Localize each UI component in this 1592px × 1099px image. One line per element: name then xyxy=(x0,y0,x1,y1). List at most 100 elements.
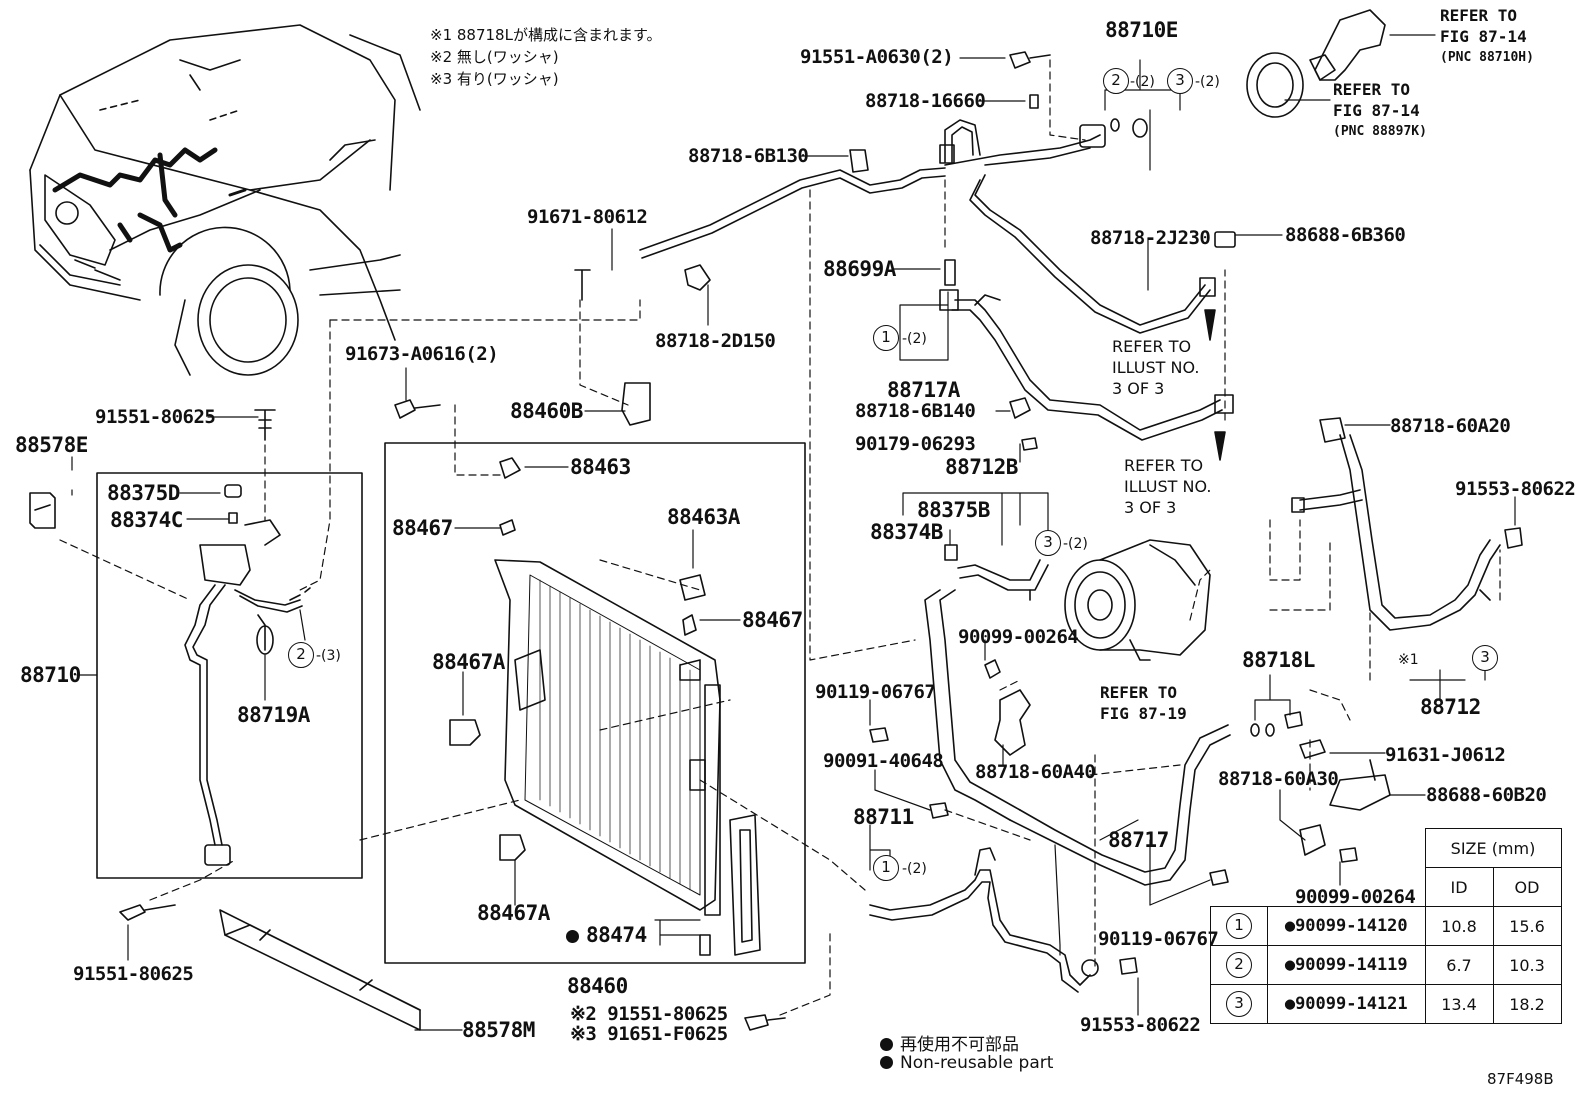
part-90179-06293: 90179-06293 xyxy=(855,433,976,455)
part-88710: 88710 xyxy=(20,663,81,687)
size-row-num-circle: 2 xyxy=(1226,952,1252,978)
part-88463: 88463 xyxy=(570,455,631,479)
size-row-part: ●90099-14120 xyxy=(1267,906,1426,946)
suction-hose-88712B xyxy=(924,544,1231,886)
size-row-num-circle: 3 xyxy=(1226,991,1252,1017)
condenser-88460 xyxy=(449,457,761,956)
size-row-id: 6.7 xyxy=(1424,945,1494,985)
callout-suffix-1-88711: -(2) xyxy=(902,861,927,877)
part-88718-16660: 88718-16660 xyxy=(865,90,986,112)
size-table-header-row: SIZE (mm) xyxy=(1211,828,1562,868)
part-91671-80612: 91671-80612 xyxy=(527,206,648,228)
part-88474-label: 88474 xyxy=(586,923,647,947)
ref-fig-87-14-b: REFER TO FIG 87-14 xyxy=(1333,80,1420,120)
part-88717A: 88717A xyxy=(887,378,960,402)
size-table-row: 1 ●90099-14120 10.8 15.6 xyxy=(1210,906,1562,946)
legend-non-reusable-en: Non-reusable part xyxy=(880,1053,1053,1073)
part-88578M: 88578M xyxy=(462,1018,535,1042)
part-88718L: 88718L xyxy=(1242,648,1315,672)
part-88718-6B140: 88718-6B140 xyxy=(855,400,976,422)
part-88719A: 88719A xyxy=(237,703,310,727)
size-row-num-circle: 1 xyxy=(1226,913,1252,939)
note-3: ※3 有り(ワッシャ) xyxy=(430,70,559,88)
vehicle-front-illustration xyxy=(29,24,421,376)
part-88711: 88711 xyxy=(853,805,914,829)
part-88688-6B360: 88688-6B360 xyxy=(1285,224,1406,246)
callout-suffix-3-top: -(2) xyxy=(1195,74,1220,90)
size-row-id: 13.4 xyxy=(1424,984,1494,1024)
legend-jp-text: 再使用不可部品 xyxy=(900,1035,1019,1055)
part-88718-60A20: 88718-60A20 xyxy=(1390,415,1511,437)
part-90099-00264-left: 90099-00264 xyxy=(958,626,1079,648)
ref-fig-87-14-b-pnc: (PNC 88897K) xyxy=(1333,124,1427,139)
callout-suffix-3-88710: -(3) xyxy=(316,648,341,664)
part-88688-60B20: 88688-60B20 xyxy=(1426,784,1547,806)
part-88718-2J230: 88718-2J230 xyxy=(1090,227,1211,249)
size-row-od: 10.3 xyxy=(1492,945,1562,985)
callout-circle-1-88711: 1 xyxy=(873,855,899,881)
part-91553-80622-bottom: 91553-80622 xyxy=(1080,1014,1201,1036)
part-88374C: 88374C xyxy=(110,508,183,532)
part-88699A: 88699A xyxy=(823,257,896,281)
ref-illust-3of3-a: REFER TO ILLUST NO. 3 OF 3 xyxy=(1112,337,1200,398)
size-table-col-id: ID xyxy=(1424,867,1494,907)
part-88578E: 88578E xyxy=(15,433,88,457)
note-2: ※2 無し(ワッシャ) xyxy=(430,48,559,66)
ref-illust-3of3-b: REFER TO ILLUST NO. 3 OF 3 xyxy=(1124,456,1212,517)
part-91551-80625-top: 91551-80625 xyxy=(95,406,216,428)
part-88710E: 88710E xyxy=(1105,18,1178,42)
part-91551-80625-x2: ※2 91551-80625 xyxy=(570,1003,728,1025)
part-91551-A0630: 91551-A0630(2) xyxy=(800,46,954,68)
note-1: ※1 88718Lが構成に含まれます。 xyxy=(430,26,662,44)
non-reusable-dot-icon xyxy=(566,930,579,943)
part-88460: 88460 xyxy=(567,974,628,998)
part-88467A-upper: 88467A xyxy=(432,650,505,674)
discharge-hose-assembly xyxy=(639,51,1236,451)
size-table-row: 2 ●90099-14119 6.7 10.3 xyxy=(1210,945,1562,985)
part-88717: 88717 xyxy=(1108,828,1169,852)
part-90119-06767-right: 90119-06767 xyxy=(1098,928,1219,950)
part-88474: 88474 xyxy=(566,925,647,946)
callout-suffix-3-88712B: -(2) xyxy=(1063,536,1088,552)
callout-circle-3-88712B: 3 xyxy=(1035,530,1061,556)
compressor-illustration xyxy=(1064,539,1211,661)
part-88460B: 88460B xyxy=(510,399,583,423)
legend-dot-icon xyxy=(880,1038,893,1051)
part-88712: 88712 xyxy=(1420,695,1481,719)
part-88718-2D150: 88718-2D150 xyxy=(655,330,776,352)
part-88467-left: 88467 xyxy=(392,516,453,540)
size-table-col-od: OD xyxy=(1492,867,1562,907)
part-90091-40648: 90091-40648 xyxy=(823,750,944,772)
liquid-tube-88710 xyxy=(184,484,311,866)
part-88467-right: 88467 xyxy=(742,608,803,632)
callout-circle-2-88710: 2 xyxy=(288,642,314,668)
callout-circle-1-88717A: 1 xyxy=(873,325,899,351)
legend-non-reusable-jp: 再使用不可部品 xyxy=(880,1030,1019,1055)
figure-code: 87F498B xyxy=(1487,1070,1554,1088)
part-88718-60A40: 88718-60A40 xyxy=(975,761,1096,783)
part-88467A-lower: 88467A xyxy=(477,901,550,925)
part-91631-J0612: 91631-J0612 xyxy=(1385,744,1506,766)
size-row-part: ●90099-14121 xyxy=(1267,984,1426,1024)
part-91651-F0625-x3: ※3 91651-F0625 xyxy=(570,1023,728,1045)
size-table-row: 3 ●90099-14121 13.4 18.2 xyxy=(1210,984,1562,1024)
size-row-part: ●90099-14119 xyxy=(1267,945,1426,985)
part-88718-60A30: 88718-60A30 xyxy=(1218,768,1339,790)
size-row-id: 10.8 xyxy=(1424,906,1494,946)
part-90119-06767-left: 90119-06767 xyxy=(815,681,936,703)
ref-fig-87-14-a: REFER TO FIG 87-14 xyxy=(1440,6,1527,46)
callout-circle-2-top: 2 xyxy=(1103,68,1129,94)
part-88712B: 88712B xyxy=(945,455,1018,479)
part-88463A: 88463A xyxy=(667,505,740,529)
ref-fig-87-19: REFER TO FIG 87-19 xyxy=(1100,683,1187,723)
legend-en-text: Non-reusable part xyxy=(900,1053,1054,1073)
size-table-col-row: ID OD xyxy=(1211,867,1562,907)
callout-suffix-2-top: -(2) xyxy=(1130,74,1155,90)
part-88375B: 88375B xyxy=(917,498,990,522)
size-table-title: SIZE (mm) xyxy=(1424,828,1562,868)
part-91673-A0616: 91673-A0616(2) xyxy=(345,343,499,365)
ref-fig-87-14-a-pnc: (PNC 88710H) xyxy=(1440,50,1534,65)
callout-note-x1-88712: ※1 xyxy=(1398,652,1419,668)
part-91553-80622-right: 91553-80622 xyxy=(1455,478,1576,500)
